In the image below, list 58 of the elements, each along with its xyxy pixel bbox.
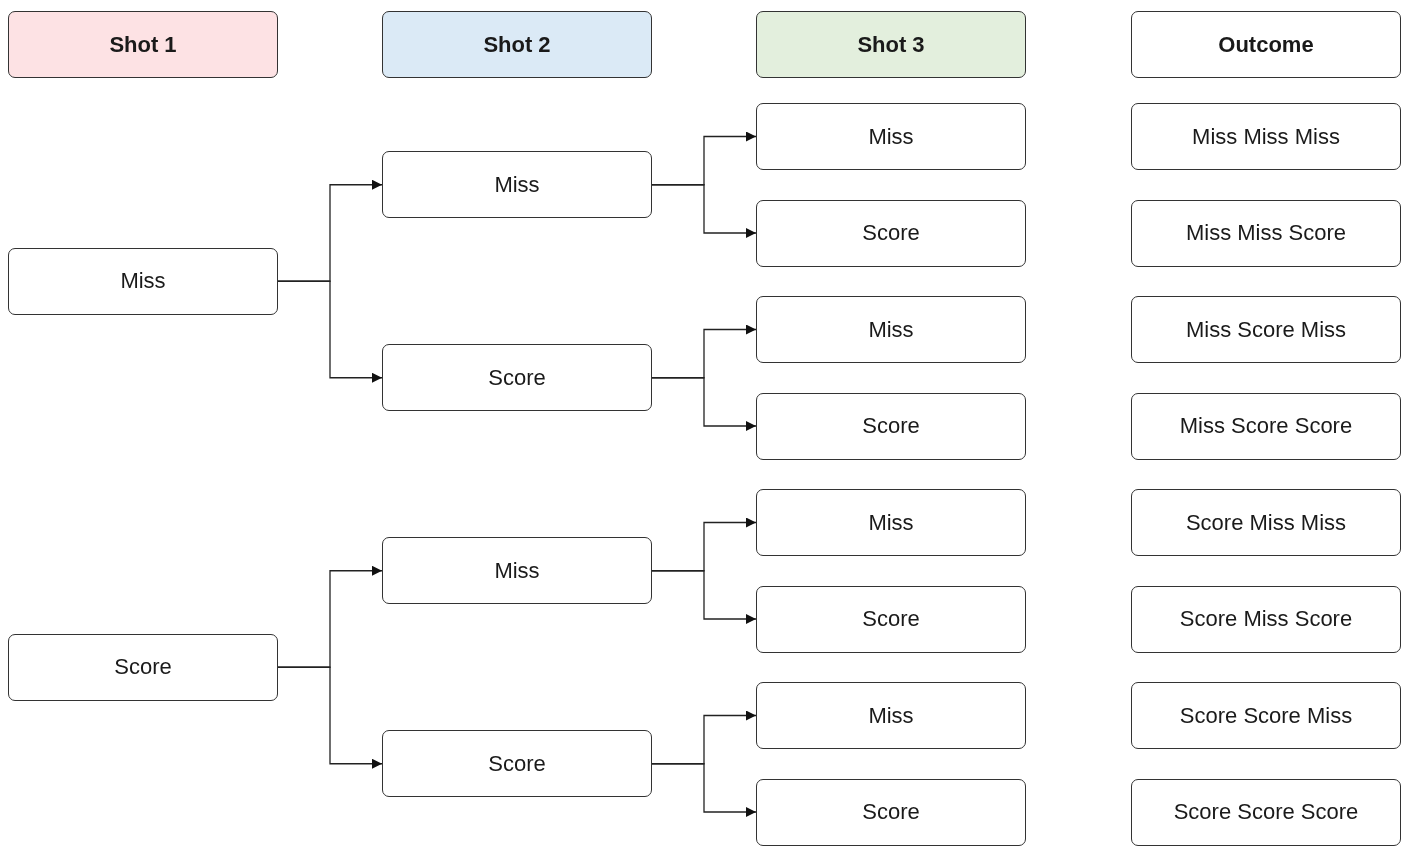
node-label: Miss Score Miss <box>1185 316 1347 343</box>
option-box <box>8 247 278 315</box>
arrow <box>651 377 757 431</box>
column-header <box>8 11 278 78</box>
option-box <box>756 199 1026 267</box>
node-label: Miss <box>868 509 914 536</box>
option-box <box>1131 392 1401 460</box>
option-box <box>1131 585 1401 653</box>
node-label: Score <box>488 750 546 777</box>
node-label: Score <box>862 413 920 439</box>
header-text: Outcome <box>1218 31 1314 58</box>
node-label: Miss Miss Score <box>1185 220 1347 246</box>
option-box <box>382 730 652 798</box>
option-box <box>756 296 1026 363</box>
node-label: Miss Score Score <box>1179 413 1353 439</box>
option-box <box>1131 199 1401 267</box>
option-box <box>1131 682 1401 749</box>
option-box <box>756 392 1026 460</box>
node-label: Miss <box>494 171 540 198</box>
node-label: Score Score Score <box>1173 799 1359 825</box>
node-label: Score <box>862 799 920 825</box>
node-label: Miss <box>494 557 540 584</box>
node-label: Score <box>862 606 920 632</box>
arrow <box>277 280 383 383</box>
node-label: Score <box>114 654 172 681</box>
option-box <box>382 344 652 412</box>
node-label: Miss <box>868 702 914 729</box>
option-box <box>1131 103 1401 170</box>
node-label: Miss <box>120 268 166 295</box>
header-text: Shot 3 <box>857 31 925 58</box>
option-box <box>8 633 278 701</box>
node-label: Miss <box>868 316 914 343</box>
header-text: Shot 1 <box>109 31 177 58</box>
option-box <box>756 585 1026 653</box>
node-label: Score Score Miss <box>1179 702 1353 729</box>
node-label: Score <box>862 220 920 246</box>
option-box <box>1131 296 1401 363</box>
arrow <box>651 763 757 817</box>
option-box <box>382 151 652 219</box>
arrow <box>651 184 757 238</box>
column-header <box>382 11 652 78</box>
option-box <box>756 489 1026 556</box>
column-header <box>756 11 1026 78</box>
arrow <box>277 666 383 769</box>
node-label: Score <box>488 364 546 391</box>
arrow <box>651 570 757 624</box>
option-box <box>756 682 1026 749</box>
column-header <box>1131 11 1401 78</box>
option-box <box>756 778 1026 846</box>
option-box <box>756 103 1026 170</box>
node-label: Miss <box>868 123 914 150</box>
node-label: Miss Miss Miss <box>1192 123 1340 150</box>
node-label: Score Miss Miss <box>1185 509 1347 536</box>
node-label: Score Miss Score <box>1179 606 1353 632</box>
option-box <box>382 537 652 605</box>
header-text: Shot 2 <box>483 31 551 58</box>
option-box <box>1131 489 1401 556</box>
option-box <box>1131 778 1401 846</box>
